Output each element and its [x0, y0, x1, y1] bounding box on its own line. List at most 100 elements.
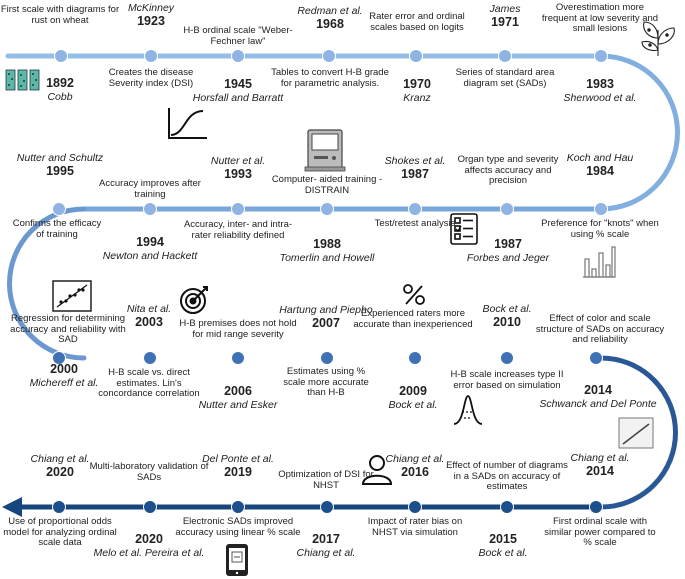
- event-2016-desc: Impact of rater bias on NHST via simulat…: [367, 516, 463, 538]
- computer-icon: [304, 129, 346, 172]
- timeline-dot-e2007: [320, 351, 334, 365]
- timeline-dot-e1971: [498, 49, 512, 63]
- event-1987b-above: Shokes et al.1987: [384, 155, 446, 182]
- timeline-dot-e2010: [500, 351, 514, 365]
- timeline-dot-e1994: [143, 202, 157, 216]
- timeline-dot-e1983: [594, 49, 608, 63]
- timeline-dot-e2020b: [52, 500, 66, 514]
- event-2014b-desc: First ordinal scale with similar power c…: [544, 516, 656, 549]
- timeline-path: [2, 53, 680, 517]
- timeline-curve-2: [7, 206, 87, 361]
- timeline-arrowhead: [2, 497, 22, 517]
- sigmoid-curve-icon: [168, 108, 207, 139]
- timeline-dot-e1984: [594, 202, 608, 216]
- event-1987b-desc: Test/retest analysis: [374, 218, 456, 229]
- event-1892-desc: First scale with diagrams for rust on wh…: [0, 4, 120, 26]
- event-1995-desc: Confirms the efficacy of training: [12, 218, 102, 240]
- bar-chart-icon: [583, 246, 616, 278]
- event-1993-desc: Accuracy, inter- and intra-rater reliabi…: [183, 219, 293, 241]
- linear-plot-icon: [618, 417, 654, 449]
- event-2020b-above: Chiang et al.2020: [30, 453, 90, 480]
- timeline-dot-e2003: [143, 351, 157, 365]
- timeline-dot-e2016: [408, 500, 422, 514]
- timeline-dot-e2009: [408, 351, 422, 365]
- event-1988-desc: Computer- aided training - DISTRAIN: [271, 174, 383, 196]
- timeline-dot-e2017: [320, 500, 334, 514]
- event-1970-desc: Rater error and ordinal scales based on …: [369, 11, 465, 33]
- timeline-dot-e2006: [231, 351, 245, 365]
- event-1968-desc: Tables to convert H-B grade for parametr…: [271, 67, 389, 89]
- event-2000-desc: Regression for determining accuracy and …: [10, 313, 126, 346]
- tablet-icon: [226, 544, 248, 576]
- timeline-dot-e2014b: [589, 500, 603, 514]
- event-1993-above: Nutter et al.1993: [210, 155, 266, 182]
- event-2003-desc: H-B scale vs. direct estimates. Lin's co…: [98, 367, 200, 400]
- event-2003-above: Nita et al.2003: [126, 303, 172, 330]
- plant-leaf-icon: [641, 21, 675, 56]
- event-2019-above: Del Ponte et al.2019: [202, 453, 274, 480]
- timeline-dot-e1945: [231, 49, 245, 63]
- event-2009-desc: Experienced raters more accurate than in…: [353, 308, 473, 330]
- timeline-dot-e1968: [322, 49, 336, 63]
- percent-icon: [403, 284, 425, 305]
- normal-distribution-icon: [453, 395, 483, 425]
- event-1968-above: Redman et al.1968: [297, 5, 363, 32]
- timeline-dot-e2014a: [589, 351, 603, 365]
- timeline-dot-e1988: [320, 202, 334, 216]
- timeline-dots: [52, 49, 608, 514]
- timeline-dot-e2015: [500, 500, 514, 514]
- timeline-dot-e2020a: [143, 500, 157, 514]
- timeline-dot-e1987a: [500, 202, 514, 216]
- regression-scatter-icon: [52, 280, 92, 312]
- event-2014b-above: Chiang et al.2014: [570, 452, 630, 479]
- timeline-dot-e1987b: [408, 202, 422, 216]
- event-1983-desc: Overestimation more frequent at low seve…: [541, 2, 659, 35]
- timeline-dot-e1970: [409, 49, 423, 63]
- timeline-dot-e1995: [52, 202, 66, 216]
- event-1987a-desc: Organ type and severity affects accuracy…: [457, 154, 559, 187]
- person-icon: [361, 455, 393, 485]
- event-2020b-desc: Use of proportional odds model for analy…: [3, 516, 117, 549]
- timeline-curve-3: [598, 355, 678, 510]
- timeline-curve-1: [598, 53, 680, 212]
- event-2010-above: Bock et al.2010: [482, 303, 532, 330]
- timeline-dot-e2000: [52, 351, 66, 365]
- event-1945-desc: H-B ordinal scale "Weber-Fechner law": [183, 25, 293, 47]
- event-1994-desc: Accuracy improves after training: [99, 178, 201, 200]
- checklist-icon: [450, 213, 478, 245]
- timeline-dot-e1923: [144, 49, 158, 63]
- event-1984-desc: Preference for "knots" when using % scal…: [541, 218, 659, 240]
- event-2015-desc: Effect of number of diagrams in a SADs o…: [446, 460, 568, 493]
- timeline-dot-e1892: [54, 49, 68, 63]
- event-2014a-desc: Effect of color and scale structure of S…: [535, 313, 665, 346]
- event-2016-above: Chiang et al.2016: [385, 453, 445, 480]
- event-2007-desc: Estimates using % scale more accurate th…: [283, 366, 369, 399]
- event-1923-desc: Creates the disease Severity index (DSI): [108, 67, 194, 89]
- event-2019-desc: Electronic SADs improved accuracy using …: [175, 516, 301, 538]
- timeline-dot-e1993: [231, 202, 245, 216]
- timeline-dot-e2019: [231, 500, 245, 514]
- event-2010-desc: H-B scale increases type II error based …: [450, 369, 564, 391]
- event-1971-desc: Series of standard area diagram set (SAD…: [455, 67, 555, 89]
- event-2020a-desc: Multi-laboratory validation of SADs: [89, 461, 209, 483]
- event-2006-desc: H-B premises does not hold for mid range…: [179, 318, 297, 340]
